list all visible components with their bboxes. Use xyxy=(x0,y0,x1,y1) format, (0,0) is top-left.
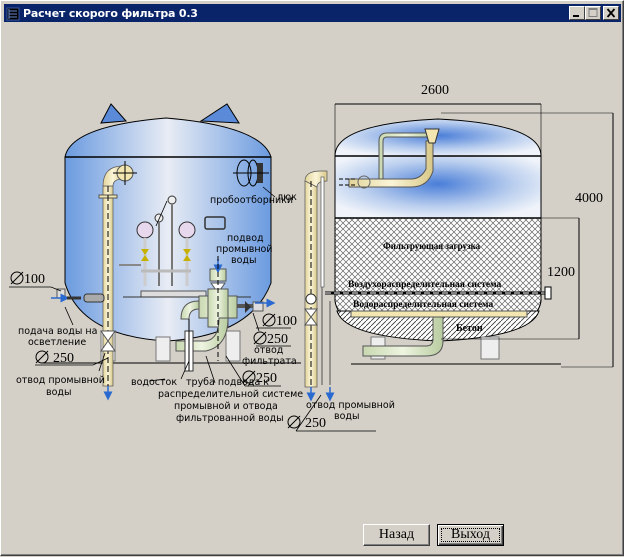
label-sampling: пробоотборники xyxy=(210,195,293,206)
svg-text:250: 250 xyxy=(53,351,74,366)
svg-text:100: 100 xyxy=(276,314,297,329)
left-filter xyxy=(9,103,301,401)
diameter-right-wash-drain: 250 xyxy=(287,415,326,431)
diameter-feed: 100 xyxy=(10,271,45,287)
svg-text:250: 250 xyxy=(305,416,326,431)
window-title: Расчет скорого фильтра 0.3 xyxy=(23,6,198,20)
label-filtrate-2: фильтрата xyxy=(242,356,297,367)
label-right-wash-drain-1: отвод промывной xyxy=(306,400,395,411)
svg-text:250: 250 xyxy=(256,371,277,386)
diameter-wash-drain: 250 xyxy=(35,350,74,366)
minimize-button[interactable] xyxy=(569,6,585,20)
label-wash-supply-3: воды xyxy=(231,255,256,266)
maximize-button[interactable] xyxy=(585,6,601,20)
label-wash-supply-2: промывной xyxy=(216,244,273,255)
diameter-filtrate: 250 xyxy=(253,331,288,347)
label-water-system: Водораспределительная система xyxy=(353,300,493,310)
label-media: Фильтрующая загрузка xyxy=(383,241,481,251)
diameter-right-top: 100 xyxy=(262,313,297,329)
client-area: пробоотборники люк подвод промывной воды… xyxy=(5,25,620,553)
label-hatch: люк xyxy=(277,192,297,203)
label-concrete: Бетон xyxy=(456,323,483,334)
diameter-pipe: 250 xyxy=(242,370,277,386)
label-feed-1: подача воды на xyxy=(18,326,97,337)
sampling-valves xyxy=(119,195,196,286)
label-wash-drain-1: отвод промывной xyxy=(16,375,105,386)
dimension-media-height: 1200 xyxy=(547,265,575,280)
svg-text:250: 250 xyxy=(267,332,288,347)
label-filtrate-1: отвод xyxy=(254,345,284,356)
label-wash-drain-2: воды xyxy=(46,387,71,398)
back-button[interactable]: Назад xyxy=(363,524,430,546)
close-button[interactable] xyxy=(603,6,619,20)
title-bar[interactable]: Расчет скорого фильтра 0.3 xyxy=(4,4,621,22)
label-right-wash-drain-2: воды xyxy=(334,411,359,422)
dimension-width: 2600 xyxy=(421,83,449,98)
label-drain: водосток xyxy=(131,377,177,388)
filter-diagram: пробоотборники люк подвод промывной воды… xyxy=(9,83,614,432)
label-pipe-1: труба подвода к xyxy=(186,377,269,388)
label-pipe-3: промывной и отвода xyxy=(174,401,278,412)
svg-text:100: 100 xyxy=(24,272,45,287)
right-filter xyxy=(295,103,614,432)
label-pipe-2: распределительной системе xyxy=(158,389,303,400)
dimension-height: 4000 xyxy=(575,191,603,206)
hatch-icon xyxy=(233,159,269,187)
app-icon xyxy=(6,6,20,21)
label-pipe-4: фильтрованной воды xyxy=(176,413,284,424)
exit-button-label: Выход xyxy=(451,527,490,542)
label-feed-2: осветление xyxy=(28,337,86,348)
exit-button[interactable]: Выход xyxy=(437,524,504,546)
label-wash-supply-1: подвод xyxy=(227,233,264,244)
focus-rect xyxy=(441,528,500,542)
label-air-system: Воздухораспределительная система xyxy=(348,280,502,290)
